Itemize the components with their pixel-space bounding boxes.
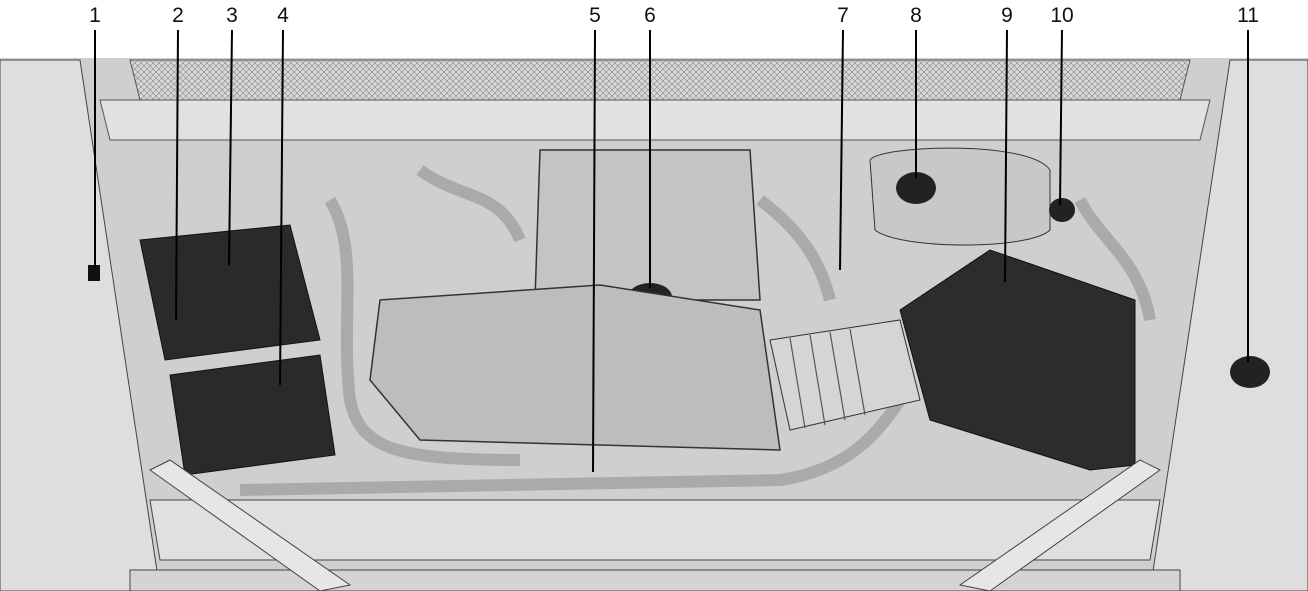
callout-10: 10 (1050, 4, 1074, 27)
intake-bellows (769, 319, 921, 431)
callout-4: 4 (277, 4, 289, 27)
remote-terminal (88, 265, 100, 281)
right-fender (1149, 59, 1308, 591)
engine-cover (534, 149, 761, 301)
callout-11: 11 (1237, 4, 1259, 27)
cowl-grille (129, 59, 1191, 101)
callout-7: 7 (837, 4, 849, 27)
leader-lines (94, 29, 1249, 473)
brake-fluid-cap (1049, 198, 1075, 222)
washer-fluid-cap (1230, 356, 1270, 388)
coolant-reservoir (869, 147, 1051, 246)
left-strut-brace (149, 459, 352, 591)
cowl-panel (99, 99, 1211, 141)
callout-1: 1 (89, 4, 101, 27)
coolant-cap (896, 172, 936, 204)
callout-5: 5 (589, 4, 601, 27)
air-intake-duct (369, 284, 781, 451)
bellows-ribs (789, 328, 866, 429)
callout-6: 6 (644, 4, 656, 27)
callout-8: 8 (910, 4, 922, 27)
callout-3: 3 (226, 4, 238, 27)
right-strut-brace (958, 459, 1161, 591)
front-crossmember (129, 569, 1181, 591)
left-fender (0, 59, 161, 591)
radiator-support (149, 499, 1161, 561)
hoses (239, 165, 1156, 496)
callout-9: 9 (1001, 4, 1013, 27)
fuse-block (139, 224, 321, 361)
battery (169, 354, 336, 476)
callout-2: 2 (172, 4, 184, 27)
